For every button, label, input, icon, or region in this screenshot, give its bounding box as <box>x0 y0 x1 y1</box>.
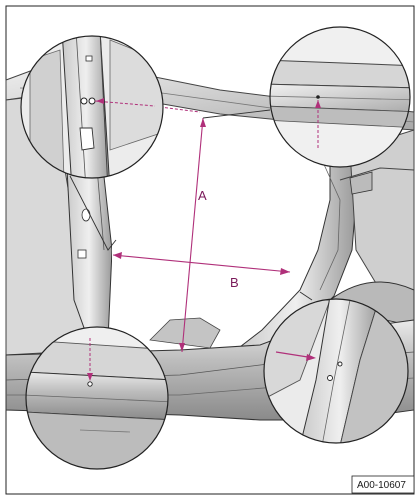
detail-circle-bottom-left <box>25 326 169 470</box>
detail-circle-top-left <box>20 35 164 179</box>
detail-circle-top-right <box>269 26 411 168</box>
reference-code: A00-10607 <box>357 480 406 491</box>
dimension-b: B <box>112 252 291 290</box>
dimension-b-label: B <box>230 275 239 290</box>
dimension-a: A <box>179 117 207 353</box>
detail-circle-bottom-right <box>263 298 409 444</box>
dimension-a-label: A <box>198 188 207 203</box>
reference-code-box <box>351 475 415 494</box>
dimension-a-line <box>181 117 204 353</box>
dimension-b-arrow-right <box>280 268 290 275</box>
dimension-b-line <box>112 254 291 273</box>
dimension-b-arrow-left <box>113 252 122 259</box>
dimension-a-arrow-top <box>200 118 206 127</box>
dimension-a-arrow-bottom <box>179 343 185 352</box>
